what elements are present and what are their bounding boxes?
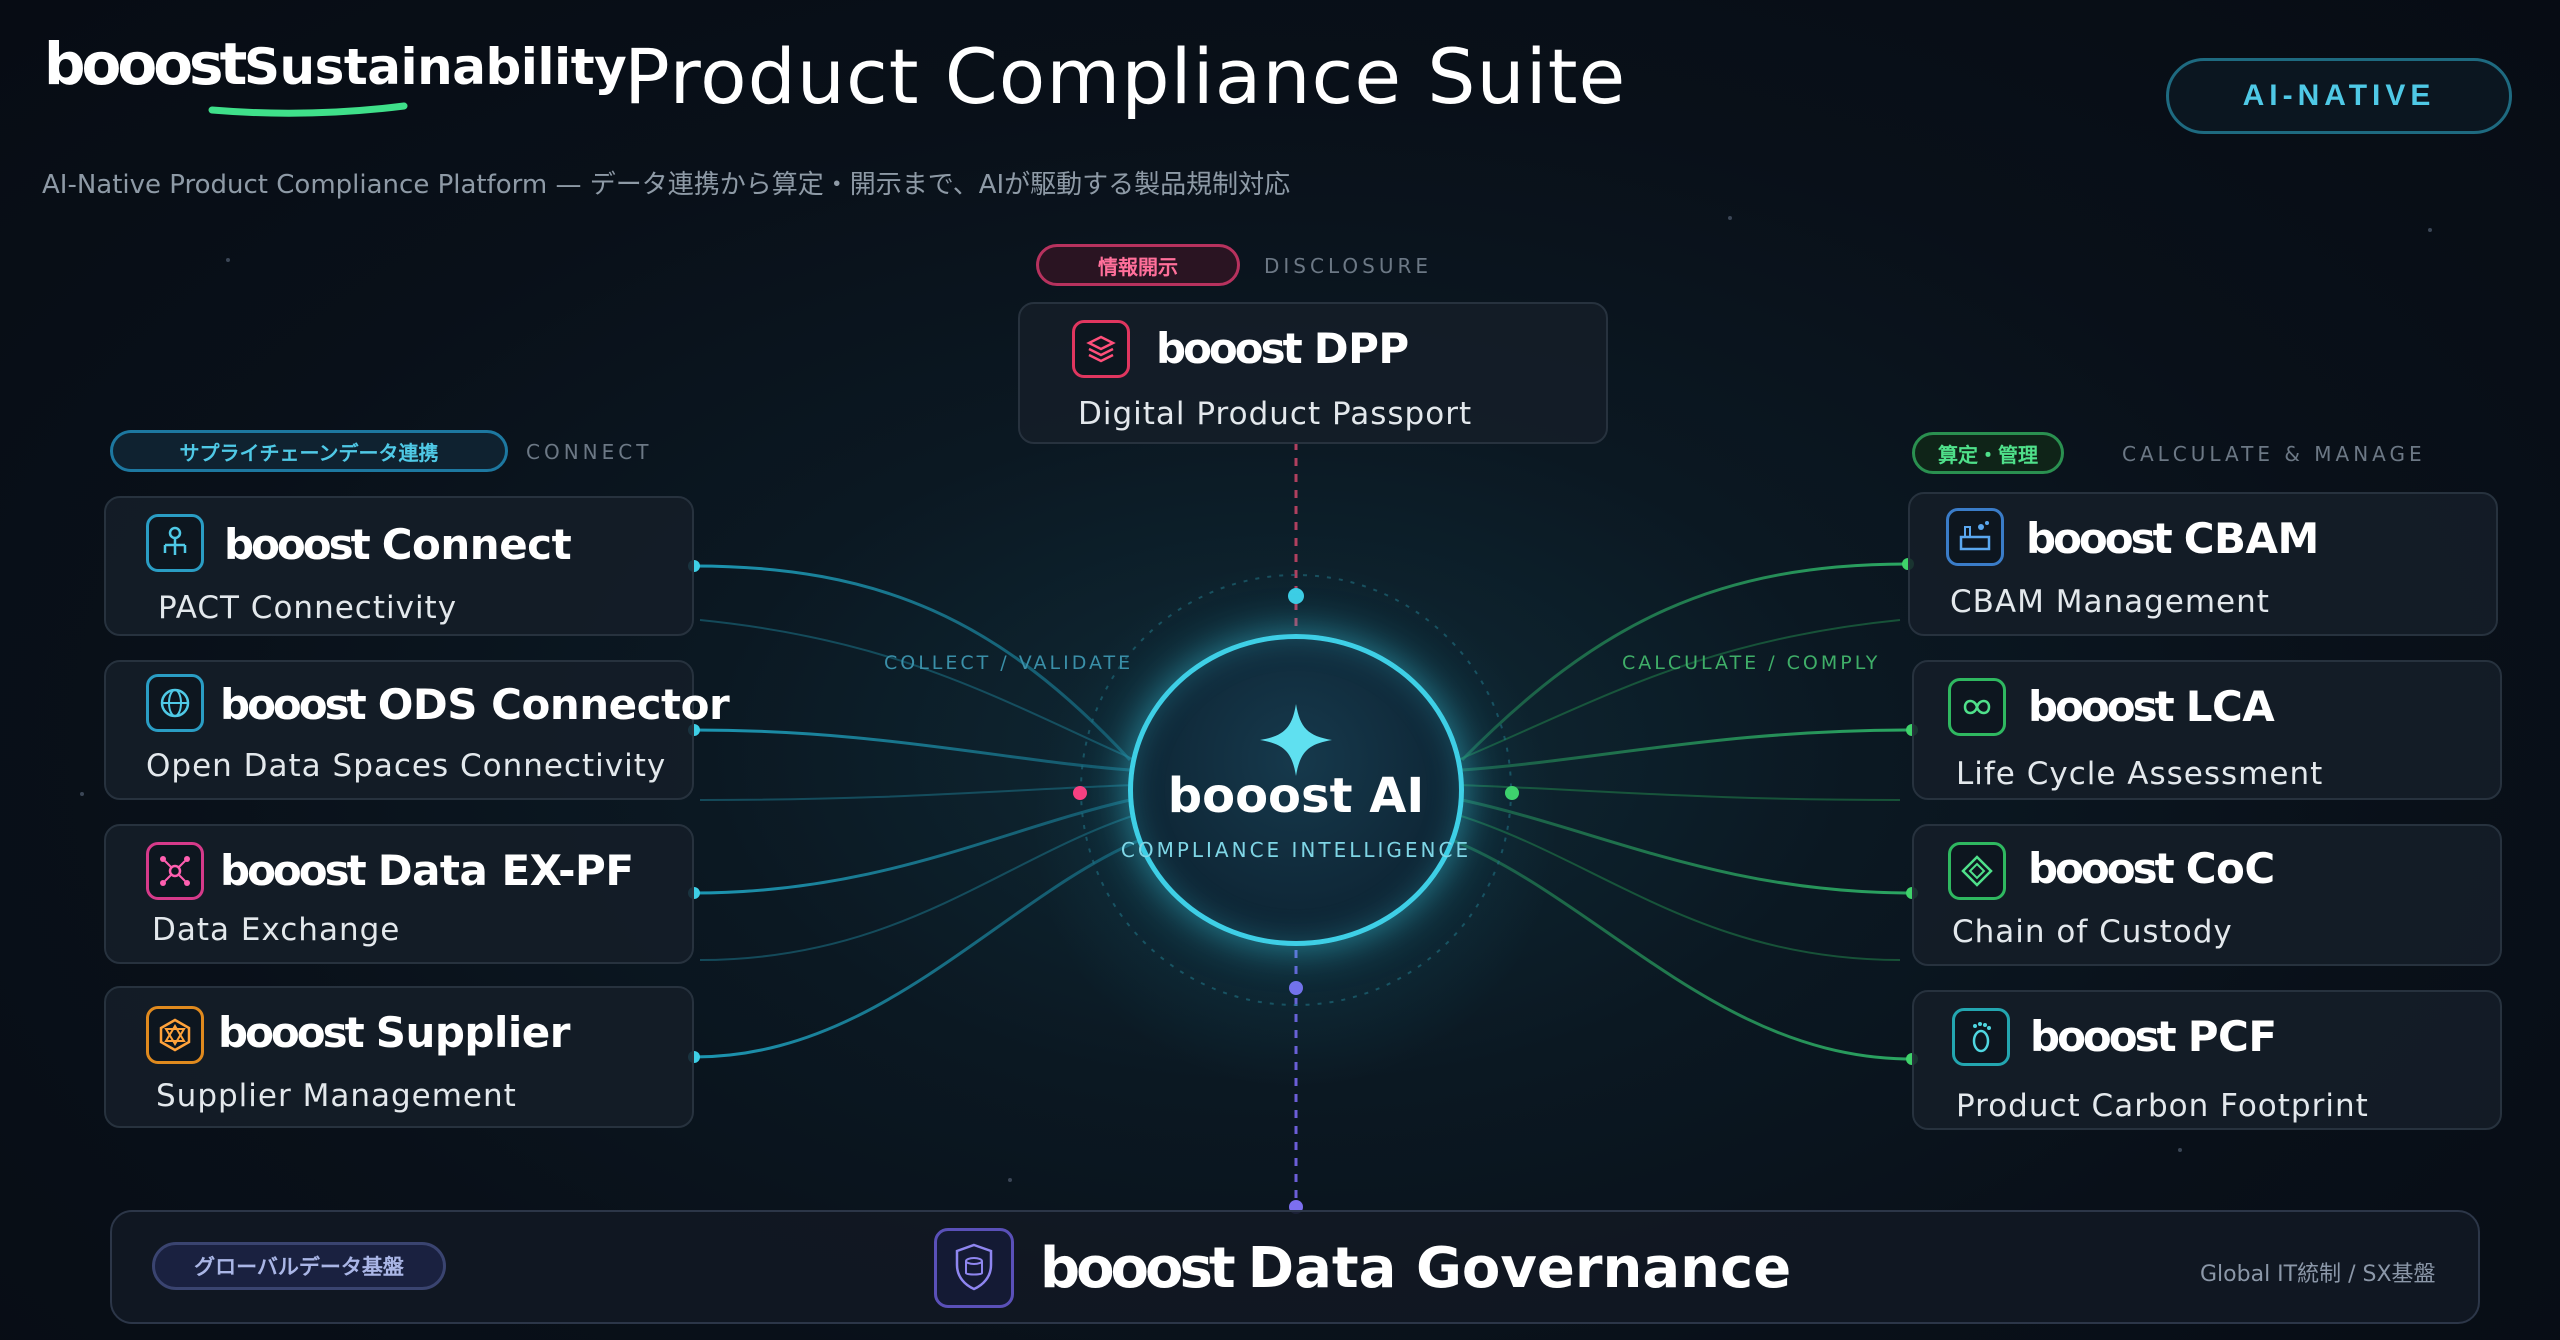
footprint-icon — [1952, 1008, 2010, 1066]
globe-icon — [146, 674, 204, 732]
link-coc — [1461, 798, 1913, 895]
coc-subtitle: Chain of Custody — [1952, 914, 2233, 950]
hub-icon — [146, 842, 204, 900]
ai-native-badge: AI-NATIVE — [2166, 58, 2512, 134]
data-governance-bar[interactable] — [110, 1210, 2480, 1324]
disclosure-label: DISCLOSURE — [1264, 254, 1432, 278]
booost-ai-title: booost AI — [1167, 768, 1425, 824]
database-shield-icon — [934, 1228, 1014, 1308]
logo-swoosh — [208, 102, 408, 117]
page-subtitle: AI-Native Product Compliance Platform — … — [42, 170, 1291, 200]
link-pcf — [1451, 838, 1913, 1061]
calculate-label: CALCULATE & MANAGE — [2122, 442, 2426, 466]
connect-label: CONNECT — [526, 440, 653, 464]
connect-pill: サプライチェーンデータ連携 — [110, 430, 508, 472]
booost-ai-subtitle: COMPLIANCE INTELLIGENCE — [1120, 838, 1472, 862]
chain-icon — [1948, 842, 2006, 900]
data-ex-pf-subtitle: Data Exchange — [152, 912, 401, 948]
calculate-comply-label: CALCULATE / COMPLY — [1622, 652, 1881, 674]
pcf-subtitle: Product Carbon Footprint — [1956, 1088, 2369, 1124]
infinity-icon — [1948, 678, 2006, 736]
booost-ai-core[interactable] — [1128, 634, 1464, 946]
dpp-subtitle: Digital Product Passport — [1078, 396, 1473, 432]
collect-validate-label: COLLECT / VALIDATE — [884, 652, 1134, 674]
link-supplier — [693, 838, 1141, 1059]
disclosure-pill: 情報開示 — [1036, 244, 1240, 286]
link-cbam — [1460, 562, 1909, 762]
star-network-icon — [146, 1006, 204, 1064]
network-tree-icon — [146, 514, 204, 572]
link-dataex — [693, 798, 1131, 895]
layers-icon — [1072, 320, 1130, 378]
link-ods — [693, 728, 1131, 772]
connect-subtitle: PACT Connectivity — [158, 590, 458, 626]
governance-pill: グローバルデータ基盤 — [152, 1242, 446, 1290]
page-title: Product Compliance Suite — [624, 32, 1627, 121]
link-connect — [693, 564, 1132, 762]
factory-icon — [1946, 508, 2004, 566]
sustainability-logo-text: Sustainability — [244, 38, 627, 96]
sparkle-icon — [1260, 704, 1332, 776]
cbam-subtitle: CBAM Management — [1950, 584, 2270, 620]
ods-connector-subtitle: Open Data Spaces Connectivity — [146, 748, 667, 784]
supplier-subtitle: Supplier Management — [156, 1078, 517, 1114]
governance-right-label: Global IT統制 / SX基盤 — [2200, 1262, 2436, 1287]
calculate-pill: 算定・管理 — [1912, 432, 2064, 474]
booost-logo: booost — [44, 30, 247, 98]
lca-subtitle: Life Cycle Assessment — [1956, 756, 2324, 792]
link-lca — [1461, 728, 1913, 772]
